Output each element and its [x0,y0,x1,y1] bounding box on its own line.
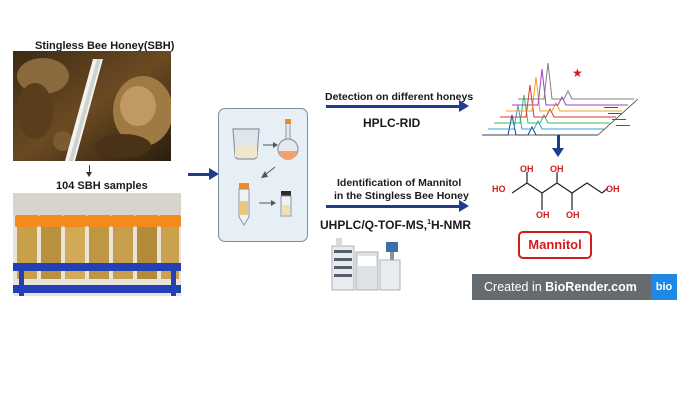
arrow-identification-head [459,200,469,212]
hydroxyl-label-4: OH [536,210,550,220]
volumetric-flask-icon [277,119,299,160]
honeycomb-photo [13,51,171,161]
arrow-to-prep-shaft [188,173,210,176]
sample-tubes-photo [13,193,181,296]
hydroxyl-label-1: HO [492,184,506,194]
arrow-down-shaft [557,135,560,149]
mannitol-structure [480,158,630,228]
arrow-detection-head [459,100,469,112]
uhplc-nmr-label: UHPLC/Q-TOF-MS,1H-NMR [320,218,471,232]
chromatogram-plot [478,55,650,140]
mannitol-label: Mannitol [518,231,592,259]
hydroxyl-label-6: OH [606,184,620,194]
created-in-text: Created in [484,280,546,294]
arrow-identification-shaft [326,205,460,208]
down-arrow-line [89,165,90,174]
down-arrow-head [86,172,92,177]
arrow-tube-to-vial [259,200,276,206]
arrow-detection-shaft [326,105,460,108]
arrow-flask-to-tube [261,166,276,178]
honey-photo-label: Stingless Bee Honey(SBH) [35,40,175,52]
detection-title: Detection on different honeys [325,91,474,103]
biorender-logo-icon: bio [651,274,677,300]
method-part-a: UHPLC/Q-TOF-MS, [320,218,428,232]
samples-label: 104 SBH samples [56,180,148,192]
hydroxyl-label-2: OH [520,164,534,174]
arrow-to-prep-head [209,168,219,180]
identification-title-line2: in the Stingless Bee Honey [334,190,469,202]
hplc-rid-label: HPLC-RID [363,116,421,130]
biorender-brand: BioRender.com [545,280,637,294]
identification-title-line1: Identification of Mannitol [337,177,462,189]
instrument-illustration [330,232,410,294]
hydroxyl-label-3: OH [550,164,564,174]
arrow-down-head [552,148,564,157]
beaker-icon [232,128,260,160]
method-superscript: 1 [427,219,432,226]
method-part-b: H-NMR [431,218,472,232]
sample-prep-panel [218,108,308,242]
biorender-text: Created in BioRender.com [484,274,637,300]
vial-icon [280,191,292,217]
hydroxyl-label-5: OH [566,210,580,220]
centrifuge-tube-icon [238,183,250,226]
arrow-beaker-to-flask [263,142,278,148]
biorender-badge[interactable]: Created in BioRender.com bio [472,274,677,300]
peak-star-icon: ★ [572,66,583,80]
